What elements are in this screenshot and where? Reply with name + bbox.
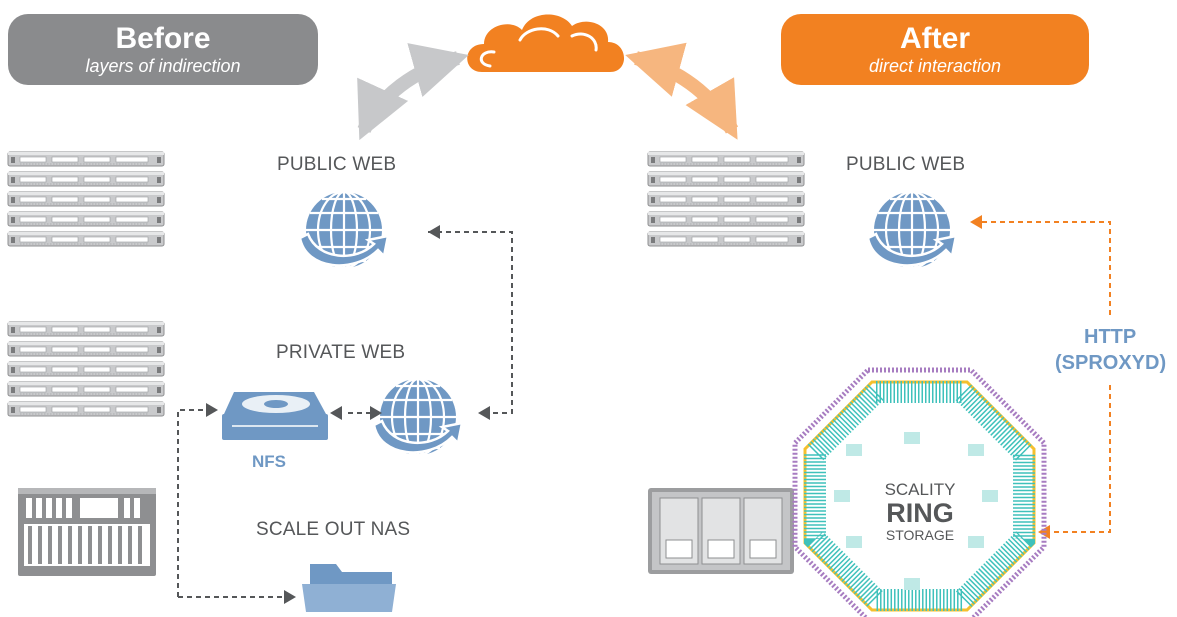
scale-out-nas-label: SCALE OUT NAS xyxy=(256,519,411,540)
cloud-to-public-web-arrow xyxy=(357,43,469,141)
storage-server-icon xyxy=(648,488,794,574)
folder-icon xyxy=(302,564,396,612)
http-label: HTTP xyxy=(1084,326,1137,348)
ring-line1: SCALITY xyxy=(885,480,956,499)
after-subtitle: direct interaction xyxy=(868,56,1002,76)
scality-ring-icon: SCALITY RING STORAGE xyxy=(792,367,1047,617)
cloud-to-server-arrow xyxy=(625,42,739,140)
public-web-globe-icon xyxy=(866,190,958,270)
public-web-label-right: PUBLIC WEB xyxy=(846,154,966,175)
public-web-globe-icon xyxy=(298,190,390,270)
ring-line3: STORAGE xyxy=(886,527,954,543)
server-rack-icon xyxy=(7,151,165,247)
sproxyd-label: (SPROXYD) xyxy=(1055,352,1167,374)
nfs-label: NFS xyxy=(252,452,286,471)
before-subtitle: layers of indirection xyxy=(85,56,241,76)
disk-array-icon xyxy=(18,488,156,576)
public-web-label-left: PUBLIC WEB xyxy=(277,154,397,175)
after-badge: After direct interaction xyxy=(781,14,1089,85)
nfs-disk-icon xyxy=(222,392,328,440)
before-badge: Before layers of indirection xyxy=(8,14,318,85)
before-title: Before xyxy=(115,22,211,55)
ring-line2: RING xyxy=(886,498,954,528)
private-web-label: PRIVATE WEB xyxy=(276,342,406,363)
server-rack-icon xyxy=(7,321,165,417)
cloud-icon xyxy=(467,14,625,73)
after-title: After xyxy=(899,22,970,55)
private-web-globe-icon xyxy=(372,377,464,457)
server-rack-icon xyxy=(647,151,805,247)
